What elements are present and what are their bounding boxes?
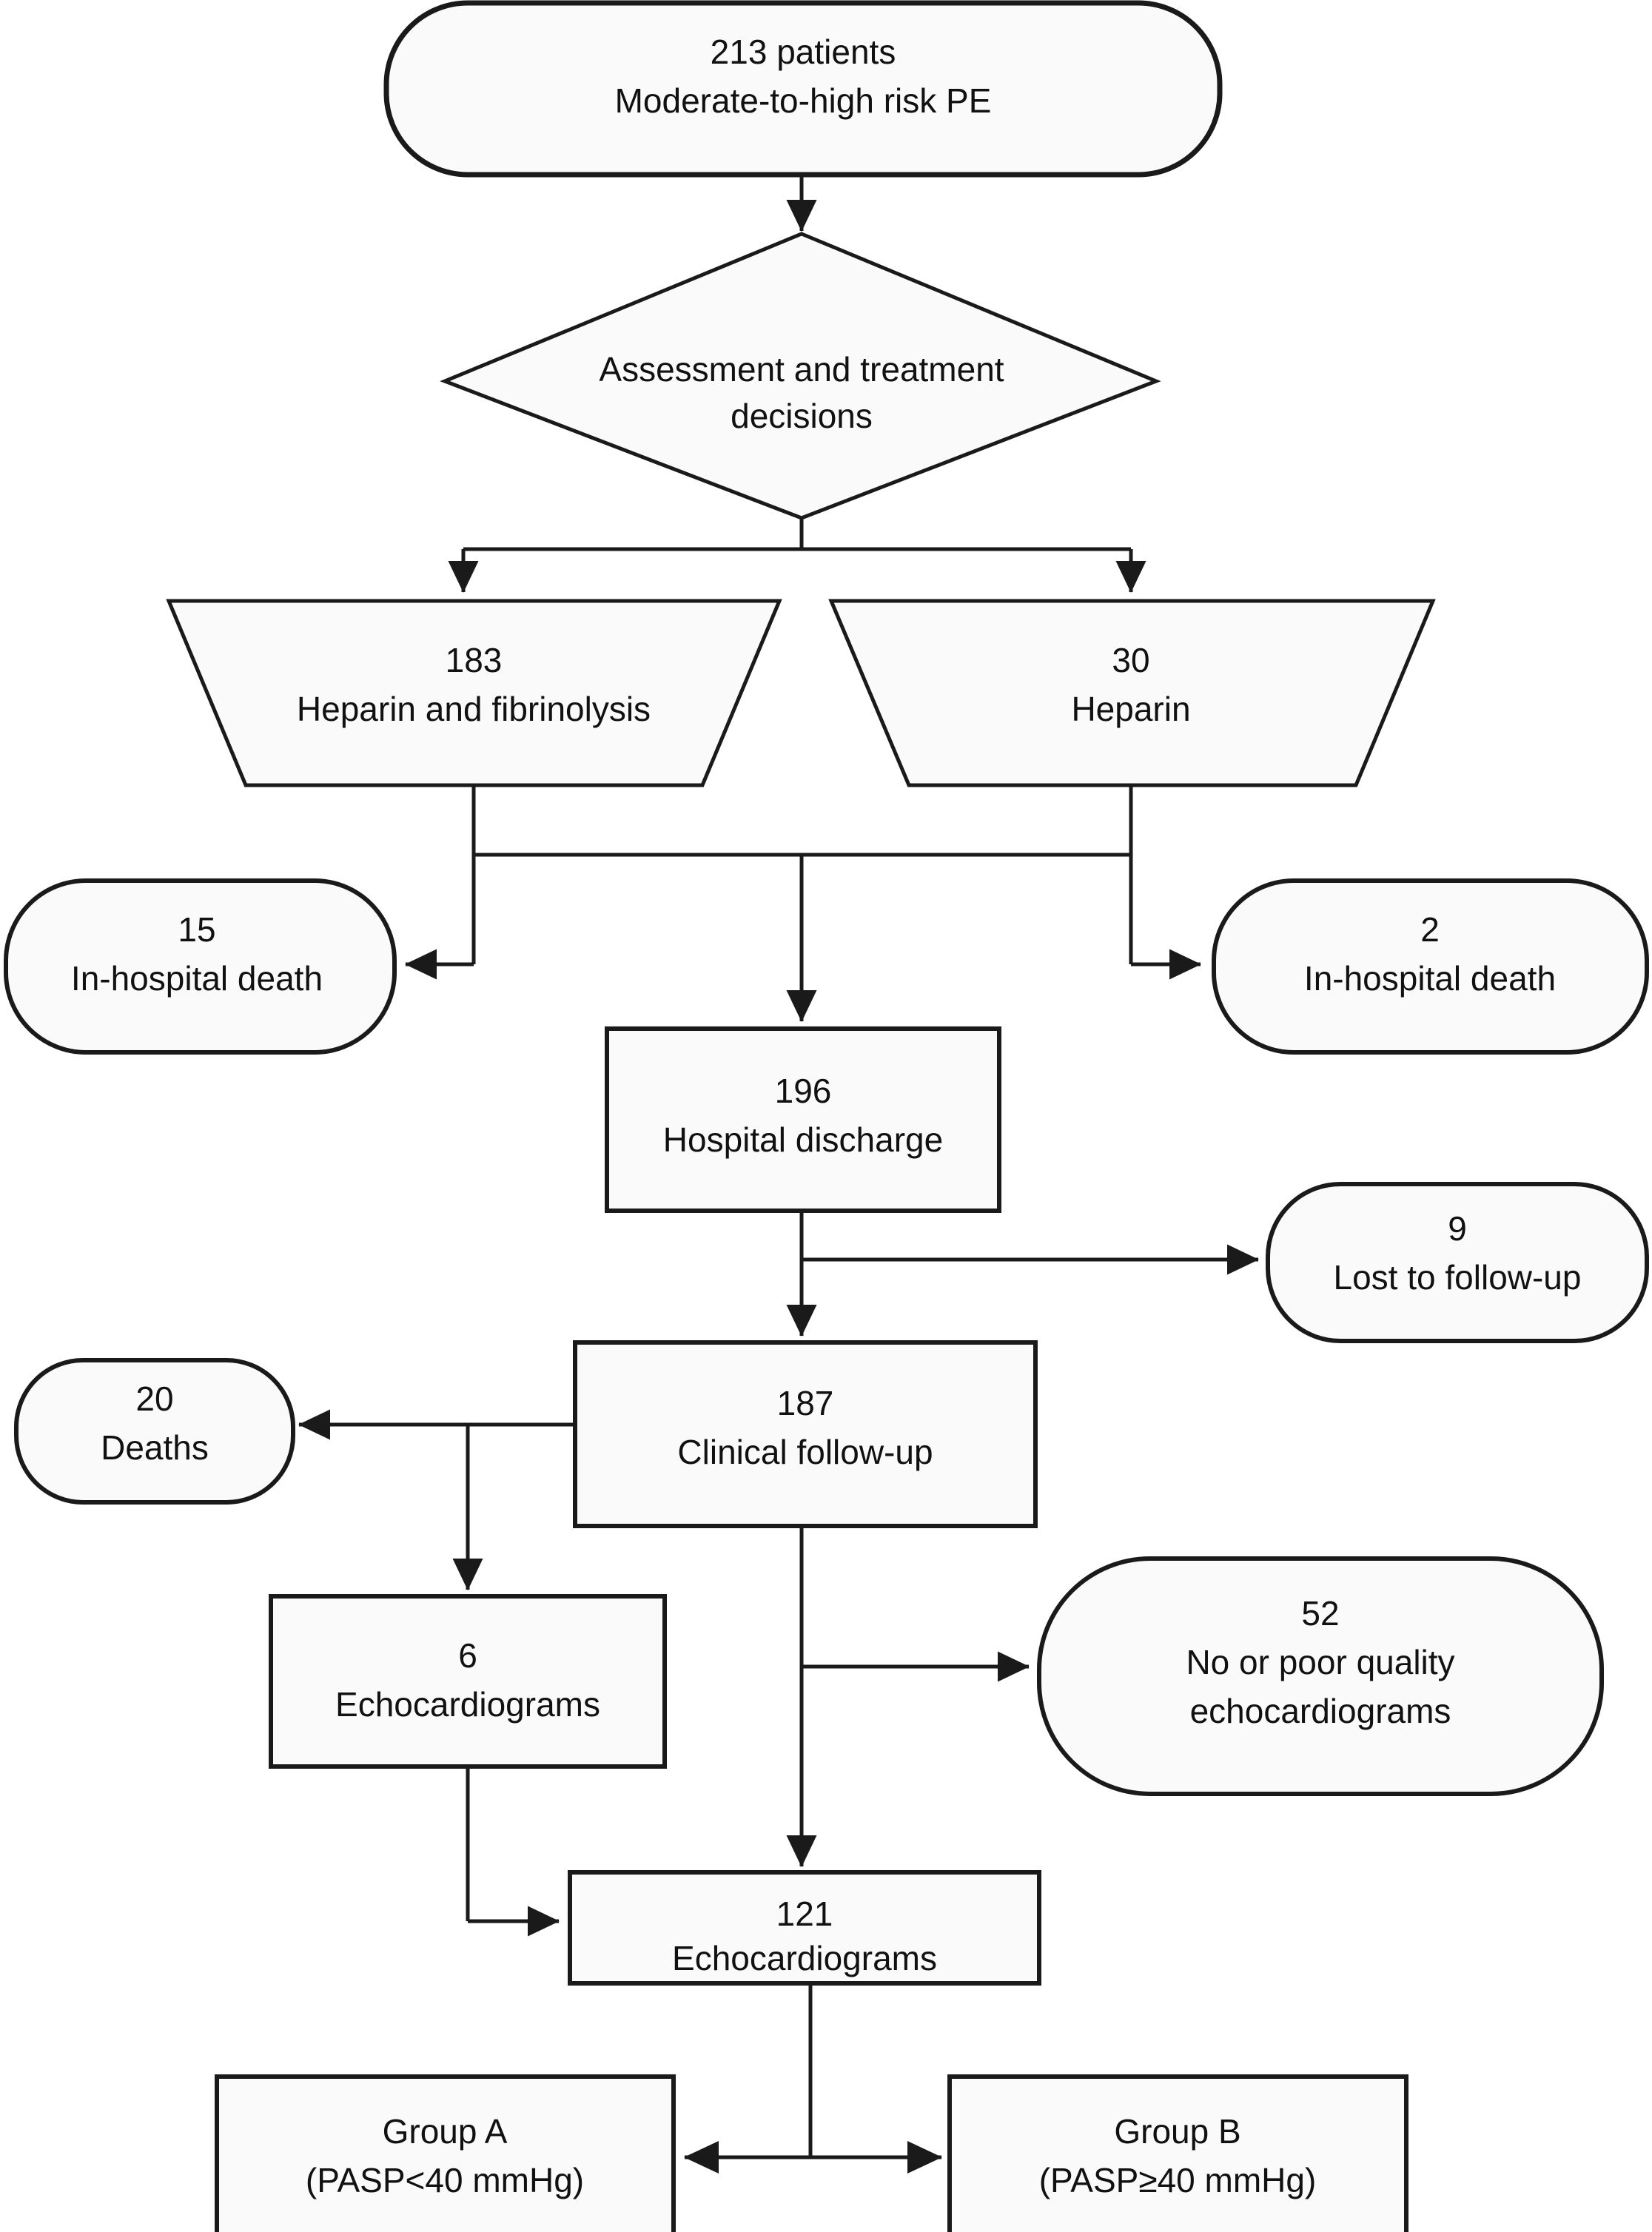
poor-quality-echo-line3: echocardiograms (1190, 1692, 1451, 1730)
echocardiograms-121-line2: Echocardiograms (672, 1939, 937, 1977)
node-echocardiograms-6: 6 Echocardiograms (269, 1594, 667, 1769)
group-b-line2: (PASP≥40 mmHg) (1039, 2161, 1317, 2199)
node-group-a: Group A (PASP<40 mmHg) (215, 2074, 676, 2232)
node-lost-to-follow-up: 9 Lost to follow-up (1266, 1182, 1649, 1343)
group-a-line2: (PASP<40 mmHg) (306, 2161, 584, 2199)
heparin-fibrinolysis-line1: 183 (446, 641, 503, 679)
deaths-line2: Deaths (101, 1428, 209, 1467)
node-deaths: 20 Deaths (14, 1358, 295, 1505)
poor-quality-echo-line1: 52 (1301, 1594, 1339, 1633)
in-hospital-death-right-line2: In-hospital death (1304, 959, 1556, 998)
node-heparin: 30 Heparin (828, 599, 1436, 787)
heparin-line2: Heparin (1071, 690, 1190, 728)
node-clinical-follow-up: 187 Clinical follow-up (573, 1340, 1038, 1528)
node-in-hospital-death-right: 2 In-hospital death (1212, 878, 1649, 1055)
echocardiograms-6-line1: 6 (458, 1636, 477, 1675)
assessment-line2: decisions (731, 397, 873, 435)
lost-to-follow-up-line1: 9 (1448, 1209, 1467, 1248)
echocardiograms-6-line2: Echocardiograms (335, 1685, 600, 1724)
heparin-line1: 30 (1112, 641, 1149, 679)
hospital-discharge-line1: 196 (775, 1072, 832, 1110)
node-hospital-discharge: 196 Hospital discharge (605, 1026, 1001, 1213)
enrollment-line2: Moderate-to-high risk PE (615, 81, 992, 120)
heparin-fibrinolysis-line2: Heparin and fibrinolysis (297, 690, 651, 728)
clinical-follow-up-line2: Clinical follow-up (677, 1433, 933, 1471)
assessment-line1: Assessment and treatment (599, 350, 1004, 389)
echocardiograms-121-line1: 121 (776, 1895, 833, 1933)
node-assessment: Assessment and treatment decisions (440, 232, 1161, 520)
node-enrollment: 213 patients Moderate-to-high risk PE (383, 0, 1223, 178)
in-hospital-death-left-line1: 15 (178, 910, 215, 949)
enrollment-line1: 213 patients (711, 33, 896, 71)
node-poor-quality-echo: 52 No or poor quality echocardiograms (1037, 1556, 1604, 1796)
in-hospital-death-left-line2: In-hospital death (71, 959, 323, 998)
deaths-line1: 20 (135, 1379, 173, 1418)
group-b-line1: Group B (1114, 2112, 1240, 2151)
node-in-hospital-death-left: 15 In-hospital death (4, 878, 397, 1055)
lost-to-follow-up-line2: Lost to follow-up (1334, 1258, 1582, 1297)
node-group-b: Group B (PASP≥40 mmHg) (947, 2074, 1408, 2232)
hospital-discharge-line2: Hospital discharge (663, 1120, 943, 1159)
group-a-line1: Group A (383, 2112, 508, 2151)
node-heparin-fibrinolysis: 183 Heparin and fibrinolysis (166, 599, 782, 787)
poor-quality-echo-line2: No or poor quality (1186, 1643, 1454, 1681)
clinical-follow-up-line1: 187 (777, 1384, 834, 1422)
in-hospital-death-right-line1: 2 (1420, 910, 1440, 949)
node-echocardiograms-121: 121 Echocardiograms (568, 1870, 1041, 1986)
